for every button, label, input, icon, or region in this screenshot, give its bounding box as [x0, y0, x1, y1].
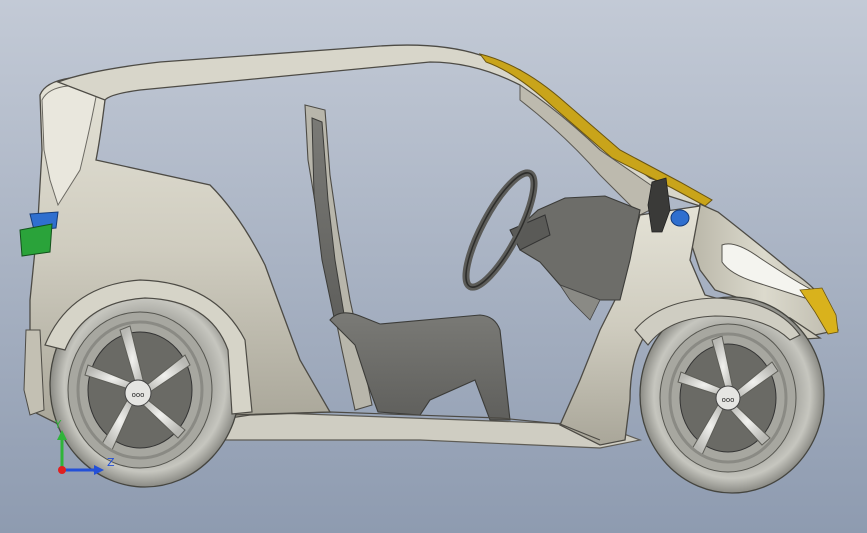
front-wheel-arch	[634, 297, 801, 346]
rear-hub	[124, 379, 152, 407]
rear-hub-label: ooo	[132, 391, 145, 399]
roof-accent-strip	[478, 53, 713, 207]
rear-rim-outline	[76, 320, 204, 460]
rear-wheel-arch	[44, 279, 253, 415]
door-sill	[229, 411, 601, 441]
rear-wheel[interactable]: ooo	[49, 282, 241, 488]
rear-green-light	[19, 223, 53, 257]
axis-origin	[58, 466, 66, 474]
dash-support	[558, 284, 601, 321]
front-hub	[715, 385, 741, 411]
front-yellow-accent	[799, 287, 839, 335]
mirror-indicator-light	[670, 209, 690, 227]
axis-triad: Y Z	[54, 418, 115, 475]
seat-cushion	[329, 312, 511, 421]
vehicle-model[interactable]: ooo ooo	[19, 44, 839, 494]
steering-wheel-rim	[465, 172, 535, 288]
front-rim-spokes	[677, 335, 779, 456]
axis-z-arrow	[94, 465, 104, 475]
axis-y-arrow	[57, 430, 67, 440]
axis-y-label: Y	[54, 418, 62, 431]
axis-z-label: Z	[107, 456, 115, 469]
front-rim-outline	[668, 332, 788, 464]
side-mirror	[647, 177, 671, 233]
front-hub-label: ooo	[722, 396, 735, 404]
rear-bumper	[23, 329, 45, 416]
rear-rim-spokes	[84, 325, 191, 451]
front-wheel[interactable]: ooo	[639, 296, 825, 494]
